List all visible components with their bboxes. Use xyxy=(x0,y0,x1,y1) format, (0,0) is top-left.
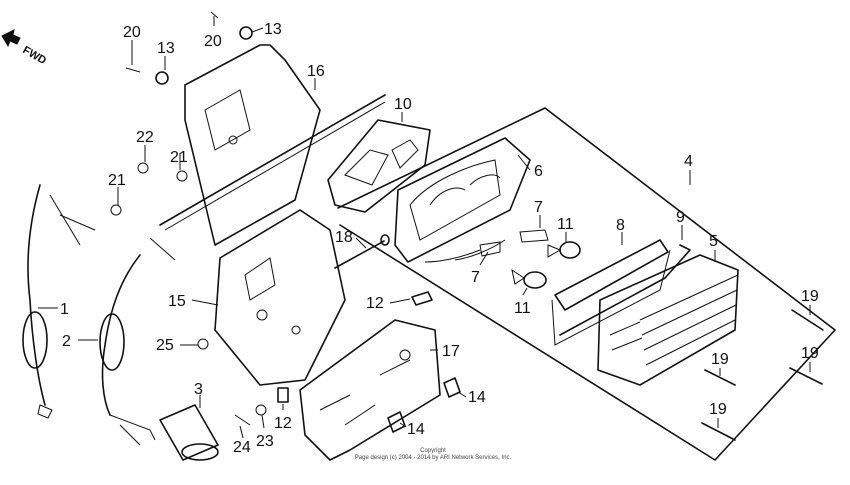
callout-11-lower: 11 xyxy=(514,300,531,317)
callout-labels: 1 2 3 4 5 6 7 7 8 9 10 11 11 12 12 13 13… xyxy=(60,21,819,456)
tail-lens-part xyxy=(597,254,739,386)
gasket-part xyxy=(327,119,431,213)
plate-holder-part xyxy=(299,319,441,461)
callout-18: 18 xyxy=(335,229,353,246)
callout-12-upper: 12 xyxy=(366,295,384,312)
fwd-label: FWD xyxy=(21,44,49,67)
leader-lines xyxy=(38,16,811,439)
mounting-bracket-part xyxy=(159,44,386,246)
license-plate-base-part xyxy=(214,209,346,386)
tail-lens-housing xyxy=(337,107,836,461)
lens-gasket-parts xyxy=(551,239,691,346)
callout-23: 23 xyxy=(256,433,274,450)
callout-4: 4 xyxy=(684,153,693,170)
callout-22: 22 xyxy=(136,129,154,146)
callout-10: 10 xyxy=(394,96,412,113)
copyright-line-2: Page design (c) 2004 - 2014 by ARI Netwo… xyxy=(355,455,512,461)
callout-14-right: 14 xyxy=(468,389,486,406)
callout-6: 6 xyxy=(534,163,543,180)
callout-21-left: 21 xyxy=(108,172,126,189)
callout-19-b: 19 xyxy=(711,351,729,368)
callout-7-upper: 7 xyxy=(534,199,543,216)
callout-3: 3 xyxy=(194,381,203,398)
lens-base-part xyxy=(394,137,531,263)
copyright-notice: Copyright Page design (c) 2004 - 2014 by… xyxy=(355,448,512,461)
forward-arrow-icon: FWD xyxy=(1,29,49,67)
callout-17: 17 xyxy=(442,343,460,360)
callout-1: 1 xyxy=(60,301,69,318)
callout-24: 24 xyxy=(233,439,251,456)
callout-25: 25 xyxy=(156,337,174,354)
callout-21-mid: 21 xyxy=(170,149,188,166)
socket-parts xyxy=(424,229,549,263)
callout-12-lower: 12 xyxy=(274,415,292,432)
callout-19-a: 19 xyxy=(801,288,819,305)
callout-13-top: 13 xyxy=(264,21,282,38)
callout-19-c: 19 xyxy=(801,345,819,362)
wire-harness-part xyxy=(22,184,96,419)
callout-2: 2 xyxy=(62,333,71,350)
callout-8: 8 xyxy=(616,217,625,234)
small-hardware-parts xyxy=(110,11,461,433)
rubber-boot-part xyxy=(159,404,219,461)
socket-harness-part xyxy=(99,237,176,446)
callout-20-left: 20 xyxy=(123,24,141,41)
long-screw-parts xyxy=(701,309,824,441)
callout-19-d: 19 xyxy=(709,401,727,418)
callout-15: 15 xyxy=(168,293,186,310)
callout-11-upper: 11 xyxy=(557,216,574,233)
callout-5: 5 xyxy=(709,233,718,250)
copyright-line-1: Copyright xyxy=(420,448,446,454)
bulb-parts xyxy=(511,241,581,289)
callout-14-lower: 14 xyxy=(407,421,425,438)
callout-7-lower: 7 xyxy=(471,269,480,286)
callout-20-top: 20 xyxy=(204,33,222,50)
callout-16: 16 xyxy=(307,63,325,80)
callout-13-left: 13 xyxy=(157,40,175,57)
callout-9: 9 xyxy=(676,209,685,226)
screw-part xyxy=(334,234,390,269)
